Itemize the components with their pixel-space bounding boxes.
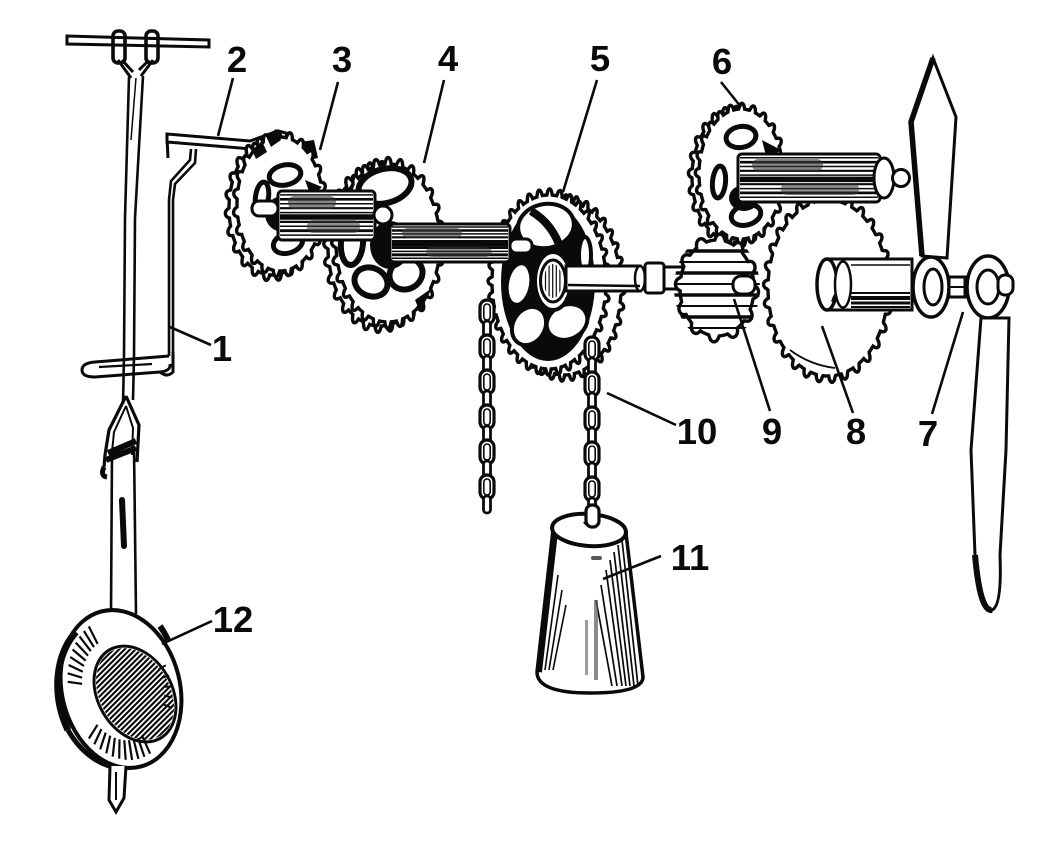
svg-text:11: 11 [671, 537, 710, 578]
svg-text:12: 12 [213, 599, 254, 640]
svg-text:2: 2 [227, 39, 247, 80]
svg-text:4: 4 [438, 38, 459, 79]
svg-text:3: 3 [332, 39, 352, 80]
svg-text:1: 1 [212, 328, 232, 369]
svg-text:9: 9 [762, 411, 782, 452]
svg-text:5: 5 [590, 38, 610, 79]
svg-text:10: 10 [677, 411, 718, 452]
svg-text:8: 8 [846, 411, 866, 452]
svg-text:7: 7 [918, 413, 938, 454]
svg-text:6: 6 [712, 41, 732, 82]
